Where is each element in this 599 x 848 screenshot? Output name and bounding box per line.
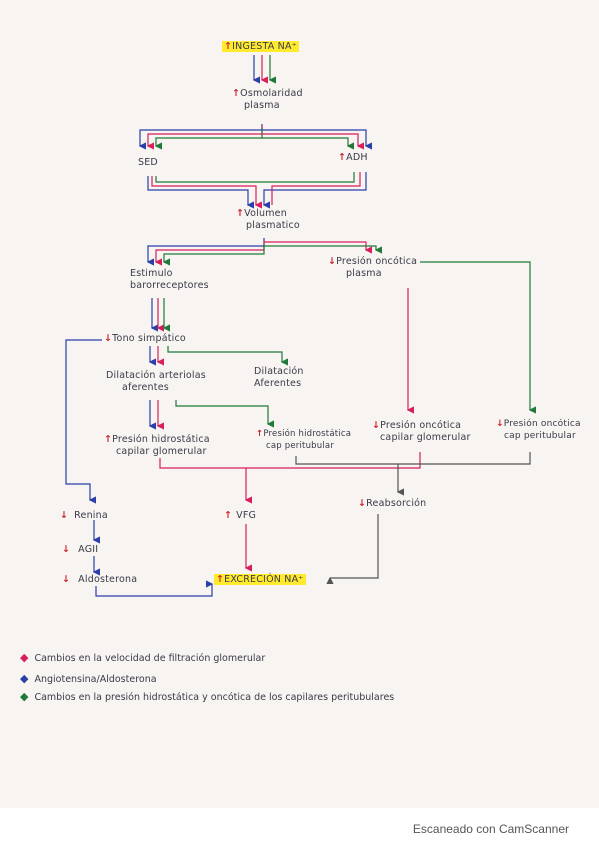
wire-sed-vol-blue [147,176,254,209]
node-excrecion: ↑EXCRECIÓN NA⁺ [214,574,306,585]
wire-vol-onc-green [264,245,382,254]
node-hidrostatica-glomerular: ↑Presión hidrostática capilar glomerular [104,434,210,457]
down-arrow-icon: ↓ [60,510,69,521]
wire-per-reab [295,452,531,465]
wire-sed-vol-green [155,172,355,183]
down-arrow-icon: ↓ [372,420,381,431]
node-adh: ↑ADH [338,152,368,163]
wire-hid-vfg [159,452,421,469]
node-presion-oncotica-plasma: ↓Presión oncótica plasma [328,256,418,279]
diamond-marker-icon: ◆ [20,690,29,703]
down-arrow-icon: ↓ [328,256,337,267]
down-arrow-icon: ↓ [62,574,71,585]
node-dilatacion-eferentes: Dilatación Aferentes [254,366,304,389]
up-arrow-icon: ↑ [236,208,245,219]
wire-vol-onc-pink [264,241,372,254]
node-estimulo: Estimulo barorreceptores [130,268,209,291]
node-reabsorcion: ↓Reabsorción [358,498,427,509]
scanner-watermark: Escaneado con CamScanner [412,822,569,836]
wire-dil-per-green [175,400,274,428]
up-arrow-icon: ↑ [224,510,233,521]
diamond-marker-icon: ◆ [20,672,29,685]
node-dilatacion-aferentes: Dilatación arteriolas aferentes [106,370,206,393]
wire-onc-right [420,261,536,414]
legend-item-peritubular: ◆Cambios en la presión hidrostática y on… [20,690,395,703]
node-renina: ↓Renina [60,510,108,521]
up-arrow-icon: ↑ [256,429,264,439]
wire-adh-vol-blue [262,172,367,209]
wire-reab-exc [326,514,379,584]
wire-ald-exc [95,580,214,597]
node-sed: SED [138,157,158,168]
wire-vol-est-green [162,244,265,266]
node-tono: ↓Tono simpático [104,333,186,344]
up-arrow-icon: ↑ [338,152,347,163]
down-arrow-icon: ↓ [62,544,71,555]
wire-tono-efer-green [167,346,288,366]
wire-osm-split-green [154,128,263,150]
node-hidrostatica-peritubular: ↑Presión hidrostática cap peritubular [256,429,352,451]
up-arrow-icon: ↑ [224,41,233,52]
node-osmolaridad: ↑Osmolaridad plasma [232,88,303,111]
node-vfg: ↑VFG [224,510,257,521]
node-oncotica-glomerular: ↓Presión oncótica capilar glomerular [372,420,471,443]
wire-tono-renina [65,339,102,504]
down-arrow-icon: ↓ [358,498,367,509]
wire-adh-vol-pink [271,172,361,205]
down-arrow-icon: ↓ [496,419,504,429]
legend-item-vfg: ◆Cambios en la velocidad de filtración g… [20,651,266,664]
wire-osm-adh-green [262,137,354,150]
up-arrow-icon: ↑ [216,574,225,585]
down-arrow-icon: ↓ [104,333,113,344]
node-ingesta: ↑INGESTA NA⁺ [222,41,299,52]
wire-osm-split-blue [138,124,263,150]
legend-item-angiotensina: ◆Angiotensina/Aldosterona [20,672,157,685]
wire-osm-adh-pink [262,133,364,150]
up-arrow-icon: ↑ [232,88,241,99]
node-aldosterona: ↓Aldosterona [62,574,138,585]
wire-osm-split-pink [146,126,263,150]
wire-sed-vol-pink [151,176,262,209]
scanner-footer: Escaneado con CamScanner [0,808,599,848]
wire-vol-est-pink [154,242,265,266]
node-ag2: ↓AGII [62,544,99,555]
node-volumen: ↑Volumen plasmatico [236,208,300,231]
diamond-marker-icon: ◆ [20,651,29,664]
wire-osm-adh-blue [262,129,372,150]
node-oncotica-peritubular: ↓Presión oncótica cap peritubular [496,419,581,441]
up-arrow-icon: ↑ [104,434,113,445]
